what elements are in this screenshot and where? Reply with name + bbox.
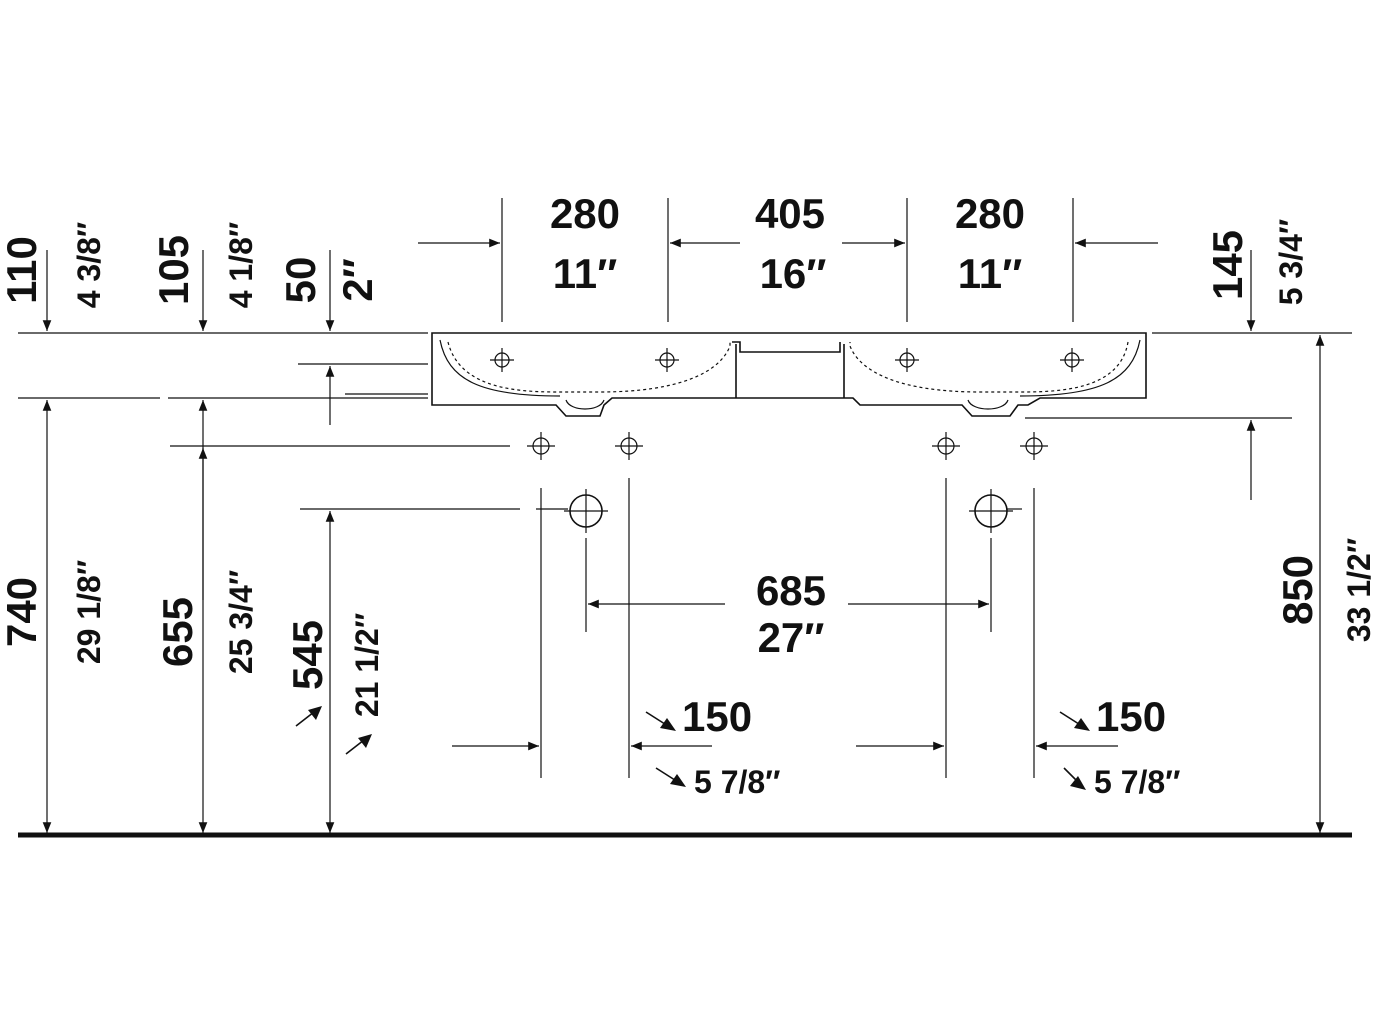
pointer-arrow-3 [1059, 711, 1090, 731]
height-655-in-label: 25 3/4″ [223, 570, 259, 674]
basin-left-in-label: 11″ [553, 250, 618, 297]
waste-spacing-mm-label: 685 [756, 567, 826, 614]
height-545-in-label: 21 1/2″ [349, 613, 385, 717]
height-655-mm-label: 655 [154, 597, 201, 667]
total-850-mm-label: 850 [1274, 555, 1321, 625]
rim-50-mm-label: 50 [277, 257, 324, 304]
rim-50-in-label: 2″ [334, 258, 381, 301]
rim-110-in-label: 4 3/8″ [71, 222, 107, 309]
supply-left-mm-label: 150 [682, 693, 752, 740]
basin-right-in-label: 11″ [958, 250, 1023, 297]
supply-point-2 [615, 432, 643, 460]
height-740-mm-label: 740 [0, 577, 45, 647]
basin-right-mm-label: 280 [955, 190, 1025, 237]
rim-105-in-label: 4 1/8″ [223, 222, 259, 309]
tap-hole-4 [1060, 348, 1084, 372]
overflow-145-mm-label: 145 [1204, 230, 1251, 300]
rim-105-mm-label: 105 [150, 235, 197, 305]
pointer-arrow-5 [295, 706, 322, 727]
supply-left-in-label: 5 7/8″ [694, 764, 781, 800]
total-850-in-label: 33 1/2″ [1341, 538, 1376, 642]
waste-spacing-in-label: 27″ [758, 614, 825, 661]
pointer-arrow-2 [655, 767, 686, 787]
basin-left-mm-label: 280 [550, 190, 620, 237]
pointer-arrows [295, 706, 1090, 790]
height-740-in-label: 29 1/8″ [71, 560, 107, 664]
tap-hole-2 [655, 348, 679, 372]
dimension-arrows [42, 238, 1325, 833]
supply-point-3 [932, 432, 960, 460]
rim-110-mm-label: 110 [0, 236, 45, 304]
center-mm-label: 405 [755, 190, 825, 237]
center-in-label: 16″ [760, 250, 827, 297]
supply-right-in-label: 5 7/8″ [1094, 764, 1181, 800]
pointer-arrow-4 [1063, 767, 1086, 790]
supply-point-1 [527, 432, 555, 460]
waste-outlet-right [969, 489, 1013, 533]
overflow-145-in-label: 5 3/4″ [1273, 219, 1309, 306]
supply-point-4 [1020, 432, 1048, 460]
waste-outlet-left [564, 489, 608, 533]
basin-outline [431, 332, 1147, 417]
pointer-arrow-6 [345, 734, 372, 755]
tap-hole-3 [895, 348, 919, 372]
height-545-mm-label: 545 [284, 620, 331, 690]
tap-hole-1 [490, 348, 514, 372]
supply-right-mm-label: 150 [1096, 693, 1166, 740]
extension-lines [18, 198, 1352, 778]
pointer-arrow-1 [645, 711, 676, 731]
